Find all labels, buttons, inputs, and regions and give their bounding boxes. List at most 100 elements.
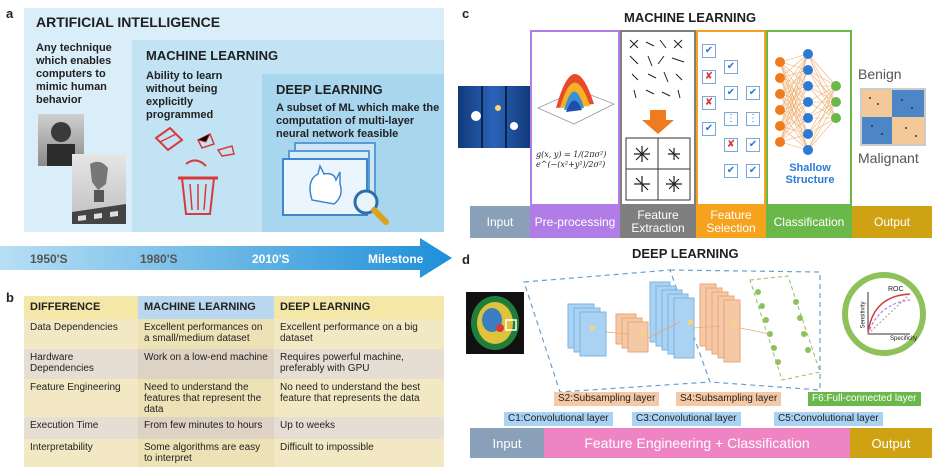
row-label: Data Dependencies	[24, 319, 138, 349]
robot-hand-icon	[72, 161, 126, 224]
dl-screens-image	[282, 142, 402, 226]
step-output: Output	[852, 206, 932, 238]
row-label: Hardware Dependencies	[24, 349, 138, 379]
roc-plot	[867, 292, 911, 335]
layer-f6: F6:Full-connected layer	[808, 392, 921, 406]
timeline-milestone: Milestone	[368, 252, 424, 266]
neuron-node	[831, 97, 841, 107]
ai-title: ARTIFICIAL INTELLIGENCE	[36, 14, 221, 30]
step-preprocessing: Pre-processing	[530, 206, 620, 238]
neuron-node	[803, 113, 813, 123]
neuron-node	[775, 73, 785, 83]
dl-section-title: DEEP LEARNING	[632, 246, 739, 261]
layer-c3: C3:Convolutional layer	[632, 412, 741, 426]
neuron-node	[803, 49, 813, 59]
dl-title: DEEP LEARNING	[276, 82, 383, 97]
row-label: Execution Time	[24, 417, 138, 439]
row-label: Interpretability	[24, 439, 138, 467]
neuron-node	[831, 113, 841, 123]
table-row: Hardware Dependencies Work on a low-end …	[24, 349, 444, 379]
panel-b-letter: b	[6, 290, 14, 305]
roc-xlabel: Specificity	[890, 336, 918, 342]
header-dl: DEEP LEARNING	[274, 296, 444, 319]
neuron-node	[803, 81, 813, 91]
row-ml: Work on a low-end machine	[138, 349, 274, 379]
brain-scan-image	[466, 292, 524, 354]
layer-c5: C5:Convolutional layer	[774, 412, 883, 426]
ml-section-title: MACHINE LEARNING	[624, 10, 757, 25]
ml-sketch-icons	[154, 126, 235, 215]
table-row: Interpretability Some algorithms are eas…	[24, 439, 444, 467]
row-dl: No need to understand the best feature t…	[274, 379, 444, 417]
neural-net-icon	[775, 49, 841, 155]
feature-selection-column	[696, 30, 766, 206]
dl-desc: A subset of ML which make the computatio…	[276, 102, 440, 140]
neuron-node	[775, 105, 785, 115]
preprocessing-column	[530, 30, 620, 206]
scatter-thumbnail	[860, 88, 926, 146]
header-ml: MACHINE LEARNING	[138, 296, 274, 319]
row-dl: Requires powerful machine, preferably wi…	[274, 349, 444, 379]
neuron-node	[775, 89, 785, 99]
row-label: Feature Engineering	[24, 379, 138, 417]
timeline-1980: 1980'S	[140, 252, 178, 266]
benign-label: Benign	[858, 66, 902, 82]
neuron-node	[775, 121, 785, 131]
dl-step-input: Input	[470, 428, 544, 458]
row-ml: Excellent performances on a small/medium…	[138, 319, 274, 349]
panel-a-letter: a	[6, 6, 14, 21]
comparison-table: DIFFERENCE MACHINE LEARNING DEEP LEARNIN…	[24, 296, 444, 467]
dl-step-feature-classification: Feature Engineering + Classification	[544, 428, 850, 458]
neuron-node	[803, 97, 813, 107]
ml-desc: Ability to learn without being explicitl…	[146, 70, 223, 121]
row-ml: Some algorithms are easy to interpret	[138, 439, 274, 467]
shallow-structure-label: Shallow Structure	[785, 162, 835, 186]
step-classification: Classification	[766, 206, 852, 238]
person-icon	[47, 122, 75, 166]
classification-column	[766, 30, 852, 206]
timeline-arrow	[0, 238, 452, 278]
timeline-1950: 1950'S	[30, 252, 68, 266]
gaussian-formula: g(x, y) = 1/(2πσ²) e^(−(x²+y²)/2σ²)	[536, 150, 607, 169]
checklist-icon: ✔ ✘ ✘ ✔ ✔ ✔ ⋮ ✘ ✔ ✔ ⋮ ✔ ✔	[700, 36, 764, 204]
row-ml: From few minutes to hours	[138, 417, 274, 439]
timeline-2010: 2010'S	[252, 252, 290, 266]
roc-title: ROC	[888, 286, 904, 293]
step-input: Input	[470, 206, 530, 238]
panel-d-letter: d	[462, 252, 470, 267]
ml-title: MACHINE LEARNING	[146, 48, 279, 63]
dl-step-output: Output	[850, 428, 932, 458]
table-row: Data Dependencies Excellent performances…	[24, 319, 444, 349]
table-row: Execution Time From few minutes to hours…	[24, 417, 444, 439]
brain-icon	[471, 296, 519, 350]
table-header-row: DIFFERENCE MACHINE LEARNING DEEP LEARNIN…	[24, 296, 444, 319]
cluster-icon	[862, 90, 924, 144]
robot-hand-image	[72, 154, 126, 224]
row-dl: Difficult to impossible	[274, 439, 444, 467]
layer-s2: S2:Subsampling layer	[554, 392, 660, 406]
neuron-node	[831, 81, 841, 91]
neuron-node	[803, 145, 813, 155]
neuron-node	[775, 137, 785, 147]
mri-icon	[471, 86, 518, 148]
row-dl: Excellent performance on a big dataset	[274, 319, 444, 349]
layer-s4: S4:Subsampling layer	[676, 392, 782, 406]
step-feature-extraction: Feature Extraction	[620, 206, 696, 238]
panel-c-letter: c	[462, 6, 470, 21]
input-mri-image	[458, 86, 530, 148]
header-difference: DIFFERENCE	[24, 296, 138, 319]
feature-extraction-column	[620, 30, 696, 206]
neuron-node	[775, 57, 785, 67]
magnifier-icon	[353, 189, 389, 225]
neuron-node	[803, 65, 813, 75]
ai-desc: Any technique which enables computers to…	[36, 42, 112, 106]
roc-circle	[842, 272, 926, 356]
neuron-node	[803, 129, 813, 139]
step-feature-selection: Feature Selection	[696, 206, 766, 238]
table-row: Feature Engineering Need to understand t…	[24, 379, 444, 417]
cat-icon	[309, 163, 342, 205]
row-ml: Need to understand the features that rep…	[138, 379, 274, 417]
malignant-label: Malignant	[858, 150, 919, 166]
layer-c1: C1:Convolutional layer	[504, 412, 613, 426]
cnn-diagram	[523, 269, 821, 393]
